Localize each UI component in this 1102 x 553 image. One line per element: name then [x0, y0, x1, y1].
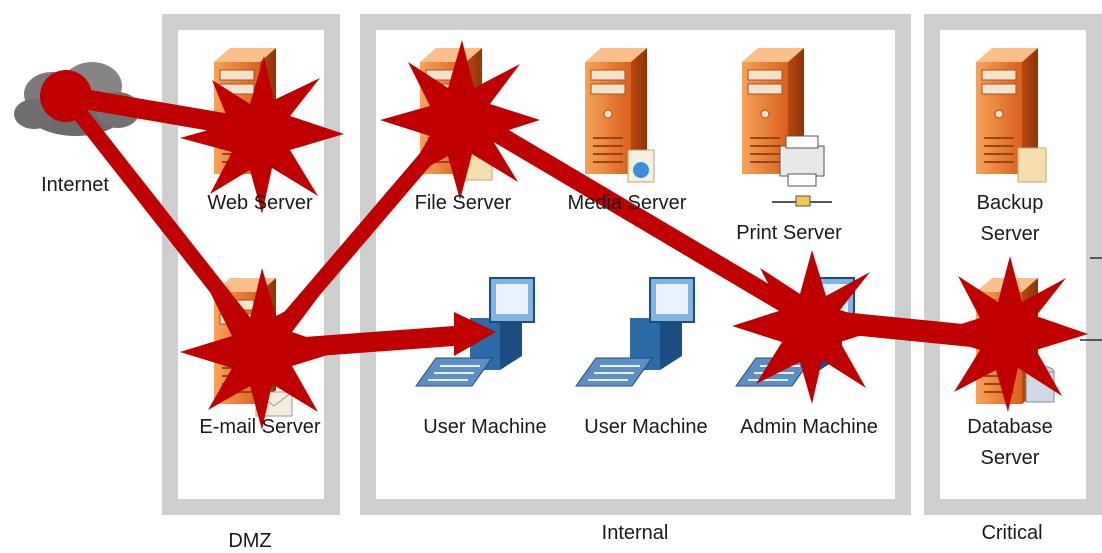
backup-server-label: Backup Server — [976, 192, 1044, 245]
internal-zone-frame — [360, 14, 911, 515]
compromised-burst — [380, 40, 540, 200]
file-server-label: File Server — [414, 192, 512, 214]
critical-zone-label: Critical — [981, 522, 1043, 544]
compromised-burst — [180, 56, 344, 214]
printer-icon — [772, 135, 832, 207]
critical-zone-frame — [924, 14, 1102, 515]
dmz-zone-label: DMZ — [228, 530, 272, 552]
globe-icon — [633, 162, 649, 178]
compromised-burst — [930, 256, 1088, 412]
email-server-label: E-mail Server — [199, 416, 321, 438]
user-machine-2-label: User Machine — [584, 416, 708, 438]
database-server-label: Database Server — [967, 416, 1053, 469]
compromised-burst — [732, 250, 890, 404]
compromised-burst — [180, 268, 344, 430]
media-server-label: Media Server — [567, 192, 687, 214]
attack-origin-dot — [40, 70, 92, 122]
folder-icon — [1017, 147, 1047, 183]
user-machine-2-icon — [575, 277, 695, 387]
admin-machine-label: Admin Machine — [740, 416, 878, 438]
internet-label: Internet — [41, 174, 109, 196]
internal-zone-label: Internal — [601, 522, 669, 544]
web-server-label: Web Server — [207, 192, 313, 214]
print-server-label: Print Server — [736, 222, 842, 244]
user-machine-1-label: User Machine — [423, 416, 547, 438]
